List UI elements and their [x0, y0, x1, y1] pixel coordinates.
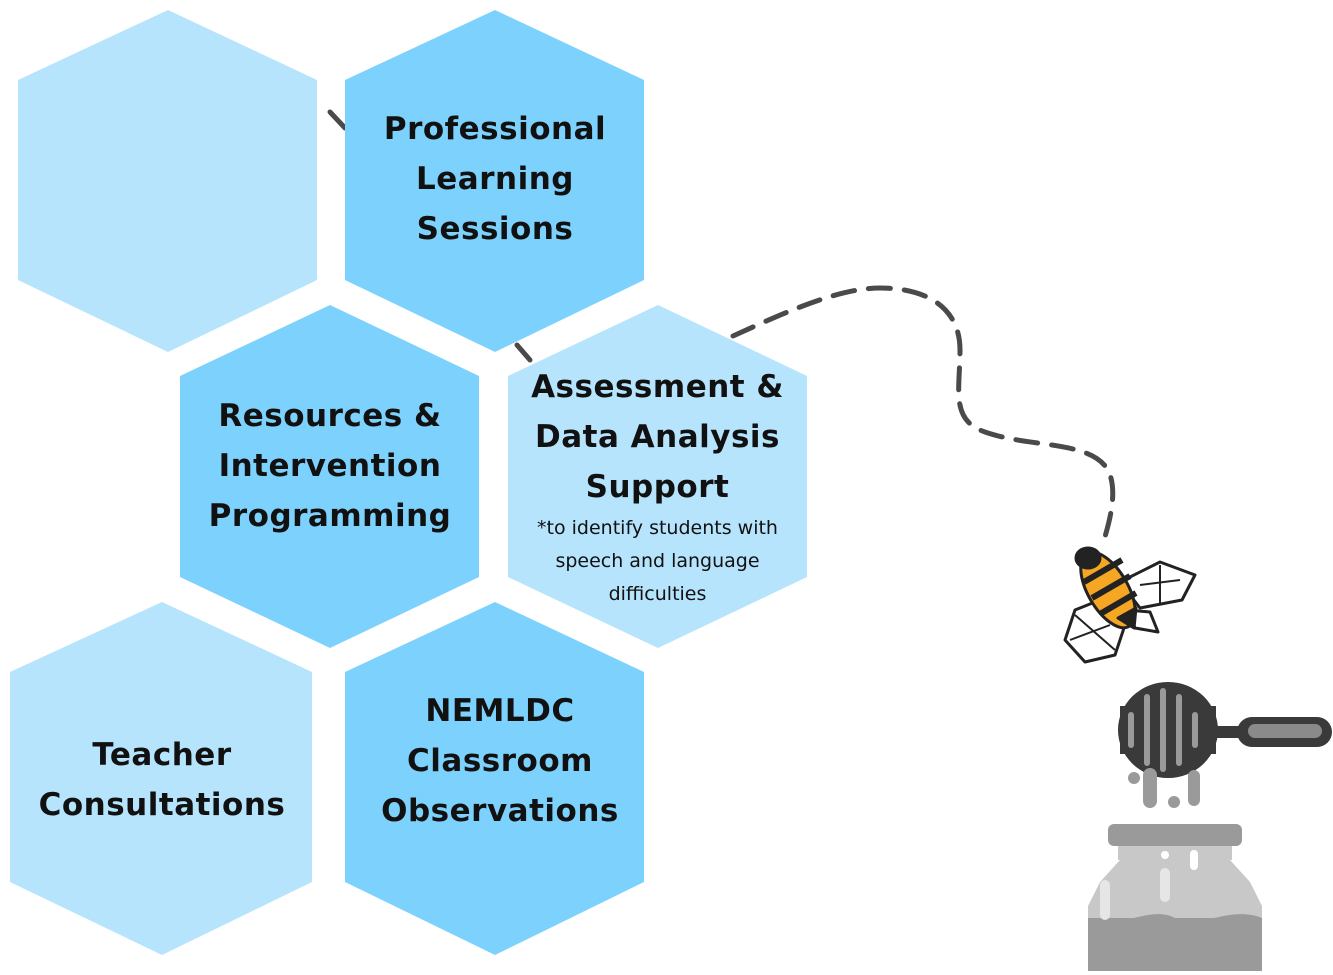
professional-learning-line-3: Sessions	[416, 211, 574, 247]
teacher-consultations-line-2: Consultations	[38, 787, 286, 823]
bee-flight-path	[327, 109, 348, 131]
bee-flight-path-middle	[514, 342, 533, 363]
teacher-consultations-label: Teacher Consultations	[12, 730, 312, 830]
hexagon-resources	[180, 305, 479, 648]
nemldc-line-3: Observations	[381, 793, 619, 829]
resources-line-1: Resources &	[218, 398, 442, 434]
hexagon-nemldc	[345, 602, 644, 955]
professional-learning-line-1: Professional	[383, 111, 607, 147]
hexagon-professional-learning	[345, 10, 644, 352]
hexagon-blank	[18, 10, 317, 352]
honey-jar-icon	[1088, 824, 1262, 971]
assessment-note-2: speech and language	[555, 550, 760, 572]
assessment-note-3: difficulties	[608, 583, 707, 605]
assessment-line-1: Assessment &	[531, 369, 784, 405]
resources-line-3: Programming	[208, 498, 452, 534]
bee-flight-path-main	[730, 285, 1116, 543]
professional-learning-label: Professional Learning Sessions	[355, 104, 635, 254]
professional-learning-line-2: Learning	[416, 161, 574, 197]
assessment-note-1: *to identify students with	[537, 517, 778, 539]
hexagon-assessment	[508, 305, 807, 648]
nemldc-line-1: NEMLDC	[425, 693, 575, 729]
bee-icon	[1063, 546, 1197, 664]
assessment-label: Assessment & Data Analysis Support *to i…	[510, 362, 805, 611]
resources-label: Resources & Intervention Programming	[185, 391, 475, 541]
assessment-line-3: Support	[585, 469, 730, 505]
hexagon-teacher-consultations	[10, 602, 312, 955]
teacher-consultations-line-1: Teacher	[92, 737, 232, 773]
honey-dipper-icon	[1118, 682, 1332, 808]
nemldc-label: NEMLDC Classroom Observations	[350, 686, 650, 836]
nemldc-line-2: Classroom	[407, 743, 593, 779]
resources-line-2: Intervention	[218, 448, 442, 484]
assessment-line-2: Data Analysis	[534, 419, 781, 455]
